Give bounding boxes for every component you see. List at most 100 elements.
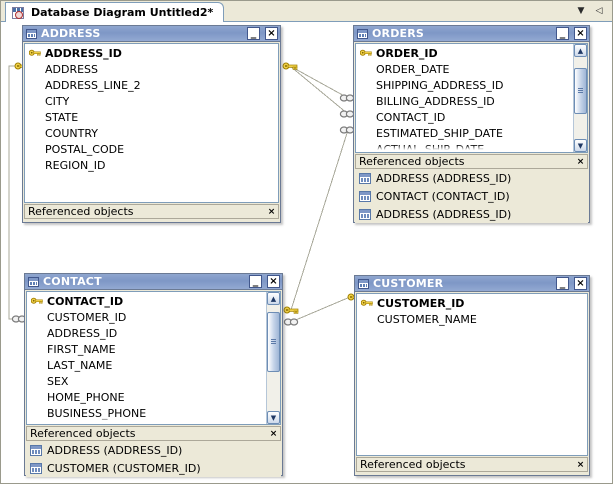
table-ref-icon [359,190,371,202]
table-icon [357,28,368,39]
table-titlebar-address[interactable]: ADDRESS_× [23,26,280,42]
table-title: ORDERS [372,27,425,40]
column-row[interactable]: ORDER_DATE [356,61,587,77]
column-row[interactable]: CUSTOMER_ID [27,309,280,325]
table-ref-icon [30,462,42,474]
column-row[interactable]: FIRST_NAME [27,341,280,357]
column-spacer [359,63,373,75]
column-row[interactable]: BUSINESS_PHONE [27,405,280,421]
column-row[interactable]: ADDRESS [25,61,278,77]
column-name: SHIPPING_ADDRESS_ID [376,78,504,92]
vertical-scrollbar-orders[interactable]: ▲▼ [573,44,587,152]
table-icon [28,276,39,287]
panel-close-icon[interactable]: × [575,459,586,470]
primary-key-icon [360,297,374,309]
scroll-up-button[interactable]: ▲ [574,44,587,57]
close-button[interactable]: × [574,27,587,40]
scroll-down-button[interactable]: ▼ [574,139,587,152]
referenced-objects-label: Referenced objects [30,427,136,440]
referenced-objects-bar-orders[interactable]: Referenced objects× [355,154,588,169]
referenced-objects-bar-customer[interactable]: Referenced objects× [356,457,588,472]
column-row[interactable]: SEX [27,373,280,389]
close-button[interactable]: × [574,277,587,290]
column-row[interactable]: REGION_ID [25,157,278,173]
column-row[interactable]: HOME_PHONE [27,389,280,405]
scroll-up-button[interactable]: ▲ [267,292,280,305]
referenced-objects-list-contact: ADDRESS (ADDRESS_ID) CUSTOMER (CUSTOMER_I… [26,441,281,477]
referenced-object-item[interactable]: CONTACT (CONTACT_ID) [355,187,588,205]
minimize-button[interactable]: _ [247,27,260,40]
column-name: ORDER_DATE [376,62,450,76]
column-row[interactable]: ORDER_ID [356,45,587,61]
primary-key-icon [30,295,44,307]
column-row[interactable]: ESTIMATED_SHIP_DATE [356,125,587,141]
column-row[interactable]: ADDRESS_ID [27,325,280,341]
panel-close-icon[interactable]: × [268,428,279,439]
column-row[interactable]: STATE [25,109,278,125]
primary-key-icon [359,47,373,59]
column-name: LAST_NAME [47,358,113,372]
column-row[interactable]: BILLING_ADDRESS_ID [356,93,587,109]
panel-close-icon[interactable]: × [575,156,586,167]
referenced-object-item[interactable]: ADDRESS (ADDRESS_ID) [355,169,588,187]
referenced-object-label: CUSTOMER (CUSTOMER_ID) [47,461,201,475]
column-name: CONTACT_ID [376,110,446,124]
table-titlebar-contact[interactable]: CONTACT_× [25,274,282,290]
vertical-scrollbar-contact[interactable]: ▲▼ [266,292,280,424]
column-spacer [28,79,42,91]
column-row[interactable]: CITY [25,93,278,109]
fk-chain-icon [339,94,355,102]
referenced-objects-bar-contact[interactable]: Referenced objects × [26,426,281,441]
column-row[interactable]: CONTACT_ID [27,293,280,309]
referenced-object-label: ADDRESS (ADDRESS_ID) [376,171,512,185]
column-spacer [28,63,42,75]
column-row[interactable]: ADDRESS_ID [25,45,278,61]
list-clip-fade [28,417,279,424]
close-button[interactable]: × [265,27,278,40]
scroll-down-button[interactable]: ▼ [267,411,280,424]
column-row[interactable]: CONTACT_ID [356,109,587,125]
minimize-button[interactable]: _ [556,277,569,290]
minimize-button[interactable]: _ [556,27,569,40]
column-spacer [30,327,44,339]
column-spacer [359,111,373,123]
column-row[interactable]: CUSTOMER_NAME [357,311,587,327]
column-name: CONTACT_ID [47,294,124,308]
table-titlebar-customer[interactable]: CUSTOMER_× [355,276,589,292]
column-row[interactable]: ADDRESS_LINE_2 [25,77,278,93]
referenced-object-item[interactable]: ADDRESS (ADDRESS_ID) [355,205,588,223]
column-row[interactable]: CUSTOMER_ID [357,295,587,311]
scrollbar-thumb[interactable] [574,68,587,114]
list-clip-fade [357,145,586,152]
column-row[interactable]: SHIPPING_ADDRESS_ID [356,77,587,93]
panel-close-icon[interactable]: × [266,206,277,217]
referenced-objects-bar-address[interactable]: Referenced objects× [24,204,279,219]
column-spacer [30,391,44,403]
referenced-object-item[interactable]: CUSTOMER (CUSTOMER_ID) [26,459,281,477]
table-titlebar-orders[interactable]: ORDERS _ × [354,26,589,42]
close-button[interactable]: × [267,275,280,288]
scrollbar-thumb[interactable] [267,312,280,372]
column-row[interactable]: POSTAL_CODE [25,141,278,157]
referenced-object-item[interactable]: ADDRESS (ADDRESS_ID) [26,441,281,459]
tab-list-dropdown-icon[interactable]: ▼ [577,6,585,16]
column-row[interactable]: COUNTRY [25,125,278,141]
minimize-button[interactable]: _ [249,275,262,288]
column-name: ADDRESS_ID [45,46,122,60]
column-row[interactable]: LAST_NAME [27,357,280,373]
tab-label: Database Diagram Untitled2* [31,6,214,19]
column-spacer [359,127,373,139]
fk-chain-icon [283,318,299,326]
tab-database-diagram[interactable]: Database Diagram Untitled2* [5,2,225,22]
tab-close-icon[interactable]: ◁ [595,6,603,16]
